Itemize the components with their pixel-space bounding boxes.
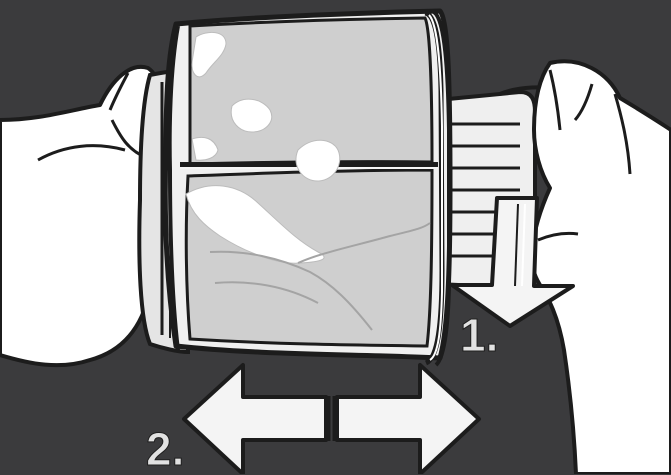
double-horizontal-arrow-icon bbox=[182, 363, 481, 474]
right-hand bbox=[529, 59, 671, 474]
down-rotate-arrow-icon bbox=[450, 196, 575, 328]
step-one-label: 1. bbox=[459, 309, 499, 361]
left-hand bbox=[0, 64, 163, 368]
filter-basket bbox=[162, 8, 453, 367]
step-two-label: 2. bbox=[145, 423, 185, 475]
